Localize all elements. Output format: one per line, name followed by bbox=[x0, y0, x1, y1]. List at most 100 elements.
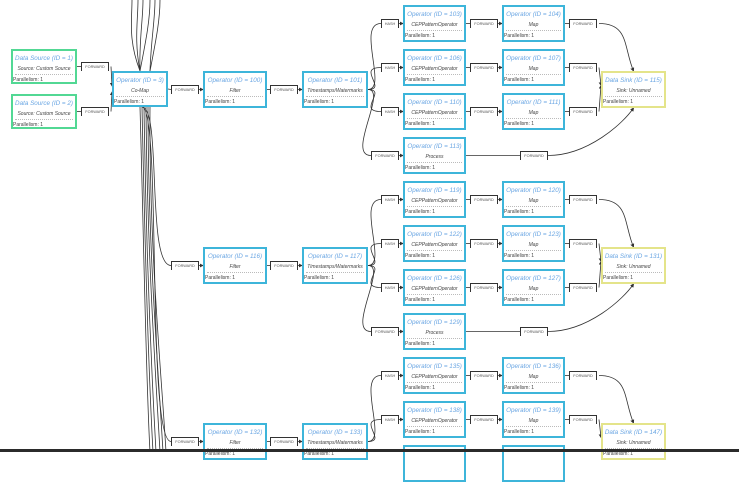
node-divider bbox=[506, 250, 561, 251]
node-divider bbox=[407, 30, 462, 31]
edge-offscreen bbox=[143, 106, 157, 452]
node-divider bbox=[407, 74, 462, 75]
ship-strategy-label: FORWARD bbox=[171, 84, 199, 94]
edges-layer bbox=[77, 0, 635, 452]
node-subtitle: Map bbox=[528, 374, 539, 380]
node-title: Data Source (ID = 1) bbox=[15, 55, 73, 62]
node-parallelism: Parallelism: 1 bbox=[405, 429, 436, 435]
node-subtitle: Map bbox=[528, 418, 539, 424]
node-divider bbox=[407, 118, 462, 119]
node-parallelism: Parallelism: 1 bbox=[405, 121, 436, 127]
node-divider bbox=[407, 250, 462, 251]
operator-node-117[interactable]: Operator (ID = 117)Timestamps/Watermarks… bbox=[302, 247, 368, 284]
source-node-2[interactable]: Data Source (ID = 2)Source: Custom Sourc… bbox=[11, 94, 77, 129]
node-title: Operator (ID = 117) bbox=[307, 253, 363, 260]
node-title: Operator (ID = 107) bbox=[506, 55, 561, 62]
node-parallelism: Parallelism: 1 bbox=[405, 33, 436, 39]
node-title: Operator (ID = 120) bbox=[506, 187, 561, 194]
node-title: Operator (ID = 135) bbox=[407, 363, 462, 370]
node-parallelism: Parallelism: 1 bbox=[504, 253, 535, 259]
node-divider bbox=[506, 206, 561, 207]
node-divider bbox=[605, 272, 662, 273]
ship-strategy-label: FORWARD bbox=[569, 62, 597, 72]
ship-strategy-label: HASH bbox=[381, 62, 399, 72]
node-subtitle: Timestamps/Watermarks bbox=[307, 88, 363, 94]
ship-strategy-label: FORWARD bbox=[520, 150, 548, 160]
node-title: Data Sink (ID = 115) bbox=[605, 77, 662, 84]
node-parallelism: Parallelism: 1 bbox=[405, 253, 436, 259]
node-subtitle: Process bbox=[425, 330, 444, 336]
ship-strategy-label: HASH bbox=[381, 106, 399, 116]
node-subtitle: Source: Custom Source bbox=[17, 111, 71, 117]
ship-strategy-label: HASH bbox=[381, 194, 399, 204]
bottom-scrollbar[interactable] bbox=[0, 449, 739, 452]
node-title: Operator (ID = 139) bbox=[506, 407, 561, 414]
node-divider bbox=[306, 448, 364, 449]
operator-node-133[interactable]: Operator (ID = 133)Timestamps/Watermarks… bbox=[302, 423, 368, 460]
node-parallelism: Parallelism: 1 bbox=[405, 385, 436, 391]
ship-strategy-label: FORWARD bbox=[470, 414, 498, 424]
node-subtitle: Map bbox=[528, 198, 539, 204]
edge-line bbox=[598, 23, 635, 72]
edge-line bbox=[367, 67, 382, 90]
node-divider bbox=[506, 74, 561, 75]
node-divider bbox=[207, 96, 263, 97]
ship-strategy-label: FORWARD bbox=[470, 62, 498, 72]
node-title: Operator (ID = 116) bbox=[207, 253, 263, 260]
node-subtitle: Sink: Unnamed bbox=[616, 88, 651, 94]
edge-line bbox=[598, 84, 603, 112]
node-divider bbox=[506, 118, 561, 119]
edge-line bbox=[367, 243, 382, 266]
ship-strategy-label: FORWARD bbox=[520, 326, 548, 336]
node-subtitle: Map bbox=[528, 242, 539, 248]
source-node-1[interactable]: Data Source (ID = 1)Source: Custom Sourc… bbox=[11, 49, 77, 84]
node-divider bbox=[207, 448, 263, 449]
node-title: Operator (ID = 133) bbox=[307, 429, 363, 436]
edge-offscreen bbox=[149, 0, 161, 72]
node-subtitle: CEPPatternOperator bbox=[411, 286, 458, 292]
edge-line bbox=[598, 67, 603, 87]
edge-line bbox=[367, 375, 382, 442]
node-subtitle: Filter bbox=[229, 88, 241, 94]
edge-line bbox=[167, 88, 172, 90]
edge-offscreen bbox=[149, 106, 167, 452]
node-title: Operator (ID = 101) bbox=[307, 77, 363, 84]
edge-offscreen bbox=[139, 0, 151, 72]
node-title: Data Sink (ID = 147) bbox=[604, 429, 663, 436]
node-title: Operator (ID = 138) bbox=[407, 407, 462, 414]
edge-offscreen bbox=[149, 0, 156, 72]
node-divider bbox=[506, 294, 561, 295]
node-subtitle: Sink: Unnamed bbox=[616, 264, 651, 270]
operator-node-101[interactable]: Operator (ID = 101) Timestamps/Watermarks… bbox=[302, 71, 368, 108]
node-divider bbox=[407, 338, 462, 339]
node-title: Operator (ID = 113) bbox=[407, 143, 462, 150]
node-parallelism: Parallelism: 1 bbox=[405, 165, 436, 171]
node-title: Operator (ID = 104) bbox=[506, 11, 561, 18]
node-subtitle: Filter bbox=[229, 440, 241, 446]
